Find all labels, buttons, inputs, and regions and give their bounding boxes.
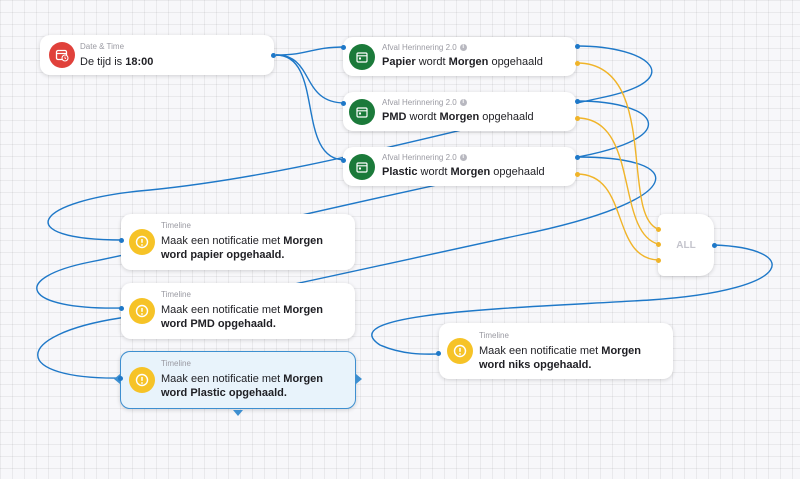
action-card-plastic-selected[interactable]: Timeline Maak een notificatie met Morgen…	[120, 351, 356, 409]
condition-text: PMD wordt Morgen opgehaald	[382, 111, 534, 123]
all-input-port-3[interactable]	[656, 258, 661, 263]
condition-true-port[interactable]	[575, 155, 580, 160]
calendar-clock-icon	[49, 42, 75, 68]
action-input-port[interactable]	[436, 351, 441, 356]
all-input-port-2[interactable]	[656, 242, 661, 247]
wire-plastic-false	[576, 173, 659, 261]
action-card-niks[interactable]: Timeline Maak een notificatie met Morgen…	[439, 323, 673, 379]
action-card-pmd[interactable]: Timeline Maak een notificatie met Morgen…	[121, 283, 355, 339]
wire-pmd-false	[576, 117, 659, 245]
alert-icon	[447, 338, 473, 364]
condition-false-port[interactable]	[575, 116, 580, 121]
wire-trigger-plastic	[275, 54, 346, 161]
action-input-port[interactable]	[118, 376, 123, 381]
wire-trigger-papier	[275, 46, 346, 56]
info-icon[interactable]: i	[459, 44, 467, 52]
condition-false-port[interactable]	[575, 172, 580, 177]
action-caption: Timeline	[161, 290, 191, 299]
all-node-label: ALL	[676, 239, 696, 251]
all-input-port-1[interactable]	[656, 227, 661, 232]
action-caption: Timeline	[161, 359, 191, 368]
condition-input-port[interactable]	[341, 45, 346, 50]
action-input-port[interactable]	[119, 306, 124, 311]
all-output-port[interactable]	[712, 243, 717, 248]
action-card-papier[interactable]: Timeline Maak een notificatie met Morgen…	[121, 214, 355, 270]
trigger-caption: Date & Time	[80, 42, 125, 51]
condition-true-port[interactable]	[575, 44, 580, 49]
trigger-output-port[interactable]	[271, 53, 276, 58]
condition-false-port[interactable]	[575, 61, 580, 66]
trigger-text: De tijd is 18:00	[80, 56, 154, 68]
action-caption: Timeline	[479, 331, 509, 340]
all-node[interactable]: ALL	[658, 214, 714, 276]
alert-icon	[129, 229, 155, 255]
connect-right-handle[interactable]	[356, 374, 362, 384]
wire-papier-false	[576, 62, 659, 230]
calendar-icon	[349, 154, 375, 180]
wire-trigger-pmd	[275, 54, 346, 104]
condition-text: Plastic wordt Morgen opgehaald	[382, 166, 545, 178]
action-caption: Timeline	[161, 221, 191, 230]
connect-bottom-handle[interactable]	[233, 410, 243, 416]
condition-input-port[interactable]	[341, 158, 346, 163]
trigger-card-date-time[interactable]: Date & Time De tijd is 18:00	[40, 35, 274, 75]
info-icon[interactable]: i	[459, 99, 467, 107]
condition-text: Papier wordt Morgen opgehaald	[382, 56, 543, 68]
action-input-port[interactable]	[119, 238, 124, 243]
calendar-icon	[349, 44, 375, 70]
calendar-icon	[349, 99, 375, 125]
connect-left-handle[interactable]	[114, 374, 120, 384]
alert-icon	[129, 298, 155, 324]
condition-true-port[interactable]	[575, 99, 580, 104]
alert-icon	[129, 367, 155, 393]
info-icon[interactable]: i	[459, 154, 467, 162]
condition-input-port[interactable]	[341, 101, 346, 106]
wire-pmd-true	[36, 100, 650, 309]
